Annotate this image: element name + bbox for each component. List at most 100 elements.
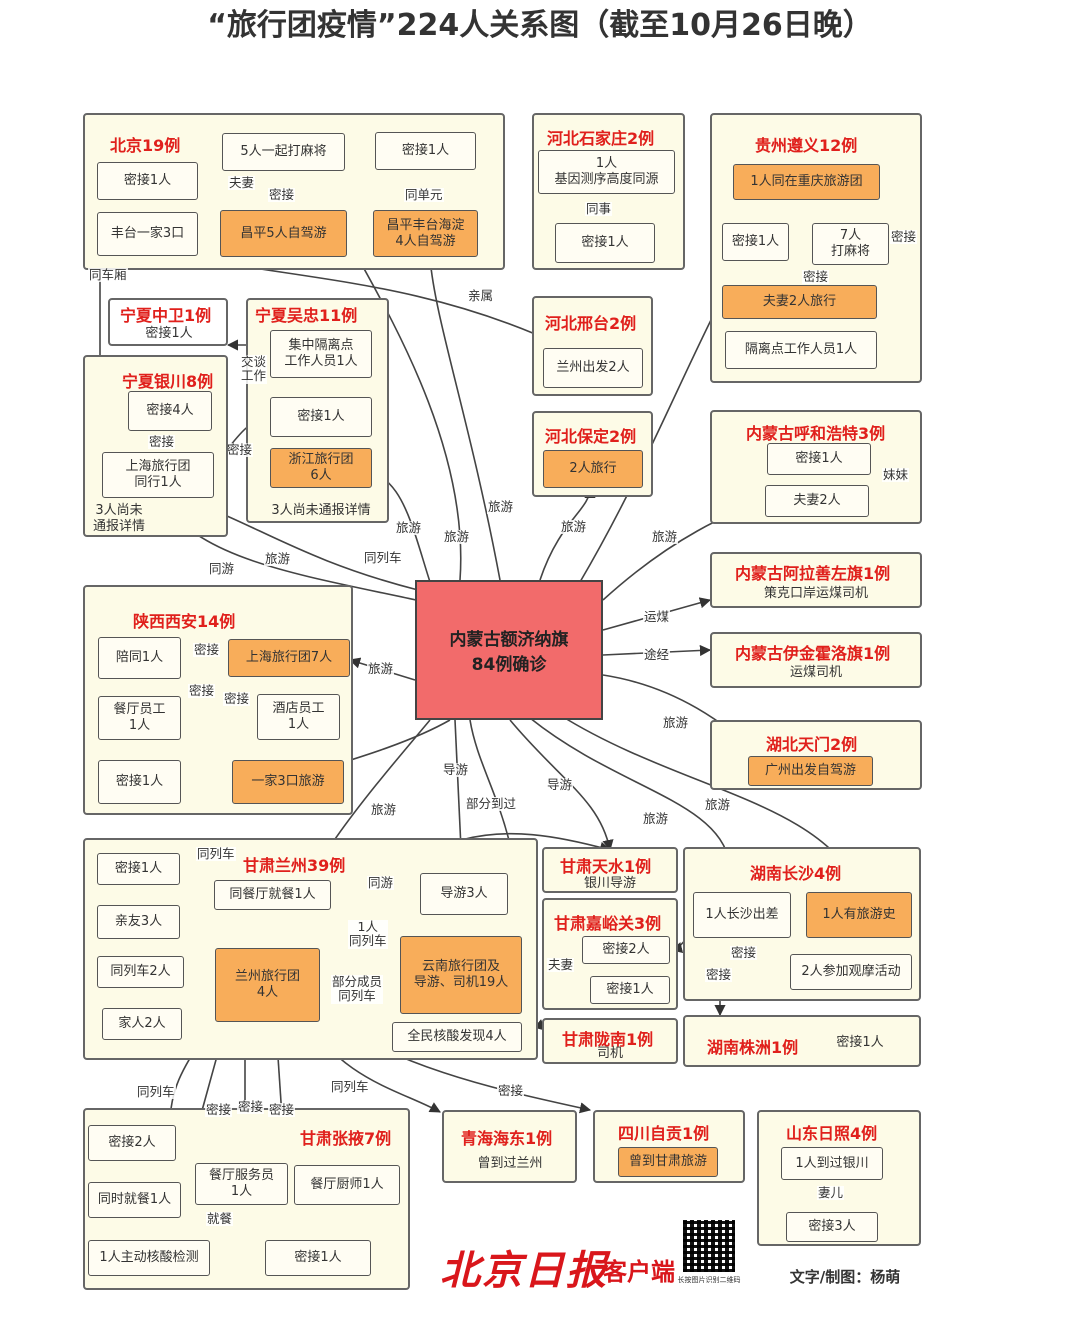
node-xa-family: 一家3口旅游 [232,760,344,804]
text-als-driver: 策克口岸运煤司机 [763,586,868,601]
node-gz-cqtour: 1人同在重庆旅游团 [733,164,880,200]
node-lz-family: 家人2人 [102,1008,182,1040]
label-wz-close: 密接 [226,442,254,458]
label-via: 途经 [643,647,671,663]
group-title-hebei-baoding: 河北保定2例 [545,427,637,446]
label-lz-same-train: 同列车 [196,846,236,862]
node-cs-trip: 1人长沙出差 [693,892,791,938]
node-zw-close: 密接1人 [145,326,193,342]
group-title-sichuan: 四川自贡1例 [618,1124,710,1143]
group-title-hubei: 湖北天门2例 [766,735,858,754]
node-sd-yc: 1人到过银川 [781,1147,883,1180]
node-hh-couple: 夫妻2人 [765,485,869,517]
group-title-nmg-alashan: 内蒙古阿拉善左旗1例 [735,564,891,583]
node-lz-guide: 导游3人 [420,873,508,915]
label-travel-5: 旅游 [651,529,679,545]
label-xa-close-2: 密接 [188,683,216,699]
node-sjz-close: 密接1人 [555,223,655,263]
label-travel-10: 旅游 [642,811,670,827]
node-lz-close: 密接1人 [97,853,180,885]
group-title-guizhou: 贵州遵义12例 [755,136,858,155]
label-zy-close-1: 密接 [205,1102,233,1118]
group-nx-zhongwei [108,298,228,346]
label-gz-close-b: 密接 [890,229,918,245]
label-sc-close: 密接 [497,1083,525,1099]
node-lz-yunnan: 云南旅行团及 导游、司机19人 [400,936,522,1014]
label-zy-same-train: 同列车 [136,1084,176,1100]
node-lz-dine: 同餐厅就餐1人 [214,880,331,910]
node-bd-two: 2人旅行 [543,450,643,488]
label-partial: 部分到过 [465,796,518,812]
node-zy-waiter: 餐厅服务员 1人 [195,1163,288,1205]
label-talk-work: 交谈 工作 [240,354,268,384]
group-title-shaanxi: 陕西西安14例 [133,612,236,631]
node-sd-close: 密接3人 [786,1212,878,1242]
label-travel-8: 旅游 [662,715,690,731]
label-travel-2: 旅游 [443,529,471,545]
node-gz-close: 密接1人 [722,223,789,261]
node-jyg-close1: 密接1人 [590,976,670,1004]
node-xa-hotel: 酒店员工 1人 [257,694,340,740]
label-close: 密接 [268,187,296,203]
label-relative: 亲属 [467,288,495,304]
node-xa-close: 密接1人 [98,760,181,804]
label-sister: 妹妹 [882,467,910,483]
node-wz-worker: 集中隔离点 工作人员1人 [270,330,372,378]
group-title-hunan-zhuzhou: 湖南株洲1例 [707,1038,799,1057]
text-wz-unreported: 3人尚未通报详情 [271,503,371,518]
group-title-nx-zhongwei: 宁夏中卫1例 [120,306,212,325]
label-guide-1: 导游 [442,762,470,778]
group-title-gansu-jiayuguan: 甘肃嘉峪关3例 [554,914,662,933]
node-bj-close-1: 密接1人 [97,162,198,200]
label-colleague: 同事 [585,201,613,217]
label-same-train-1: 同列车 [363,550,403,566]
group-title-hunan-changsha: 湖南长沙4例 [750,864,842,883]
label-wife: 妻儿 [817,1185,845,1201]
label-same-unit: 同单元 [404,187,444,203]
node-lz-train: 同列车2人 [97,956,184,988]
label-part-members: 部分成员 同列车 [331,974,384,1004]
label-lz-same-tour: 同游 [367,875,395,891]
node-zy-close1: 密接1人 [265,1240,371,1276]
node-gz-worker: 隔离点工作人员1人 [725,331,877,369]
qr-caption: 长按图片识别二维码 [677,1276,741,1284]
node-xa-restaurant: 餐厅员工 1人 [98,696,181,740]
logo-beijing-daily: 北京日报 [440,1247,608,1294]
node-zy-test: 1人主动核酸检测 [88,1240,210,1276]
group-title-gansu-lanzhou: 甘肃兰州39例 [243,856,346,875]
qr-code-icon[interactable] [683,1220,735,1272]
group-title-shandong: 山东日照4例 [786,1124,878,1143]
center-line-1: 内蒙古额济纳旗 [449,630,569,650]
label-one-train: 1人 同列车 [348,919,388,949]
label-xa-close-3: 密接 [223,691,251,707]
node-lz-test: 全民核酸发现4人 [392,1022,522,1052]
group-hunan-zhuzhou [683,1015,921,1067]
group-nmg-yijinhuoluo [710,632,922,688]
node-xa-escort: 陪同1人 [98,637,181,679]
node-hb-gz: 广州出发自驾游 [748,756,873,786]
group-title-nx-yinchuan: 宁夏银川8例 [122,372,214,391]
node-gz-couple: 夫妻2人旅行 [722,285,877,319]
node-bj-cpfthd: 昌平丰台海淀 4人自驾游 [373,210,478,257]
node-sjz-gene: 1人 基因测序高度同源 [538,150,675,194]
node-sc-gs: 曾到甘肃旅游 [618,1147,718,1177]
label-same-tour: 同游 [208,561,236,577]
text-yjhl-driver: 运煤司机 [789,665,842,680]
node-cs-massage: 2人参加观摩活动 [790,954,912,990]
group-title-qinghai: 青海海东1例 [461,1129,553,1148]
label-travel-4: 旅游 [560,519,588,535]
label-qh-same-train: 同列车 [330,1079,370,1095]
logo-suffix: 客户端 [603,1257,675,1286]
label-yc-close: 密接 [148,434,176,450]
node-bj-mahjong: 5人一起打麻将 [222,133,345,171]
node-zy-dine: 同时就餐1人 [88,1182,181,1218]
label-travel-3: 旅游 [487,499,515,515]
node-bj-changping: 昌平5人自驾游 [220,210,347,257]
group-title-hebei-xingtai: 河北邢台2例 [545,314,637,333]
node-zy-chef: 餐厅厨师1人 [294,1165,400,1205]
label-dine: 就餐 [206,1211,234,1227]
node-yc-close4: 密接4人 [128,391,212,431]
group-title-gansu-zhangye: 甘肃张掖7例 [300,1129,392,1148]
node-yc-shanghai: 上海旅行团 同行1人 [102,452,214,498]
group-title-nx-wuzhong: 宁夏吴忠11例 [255,306,358,325]
